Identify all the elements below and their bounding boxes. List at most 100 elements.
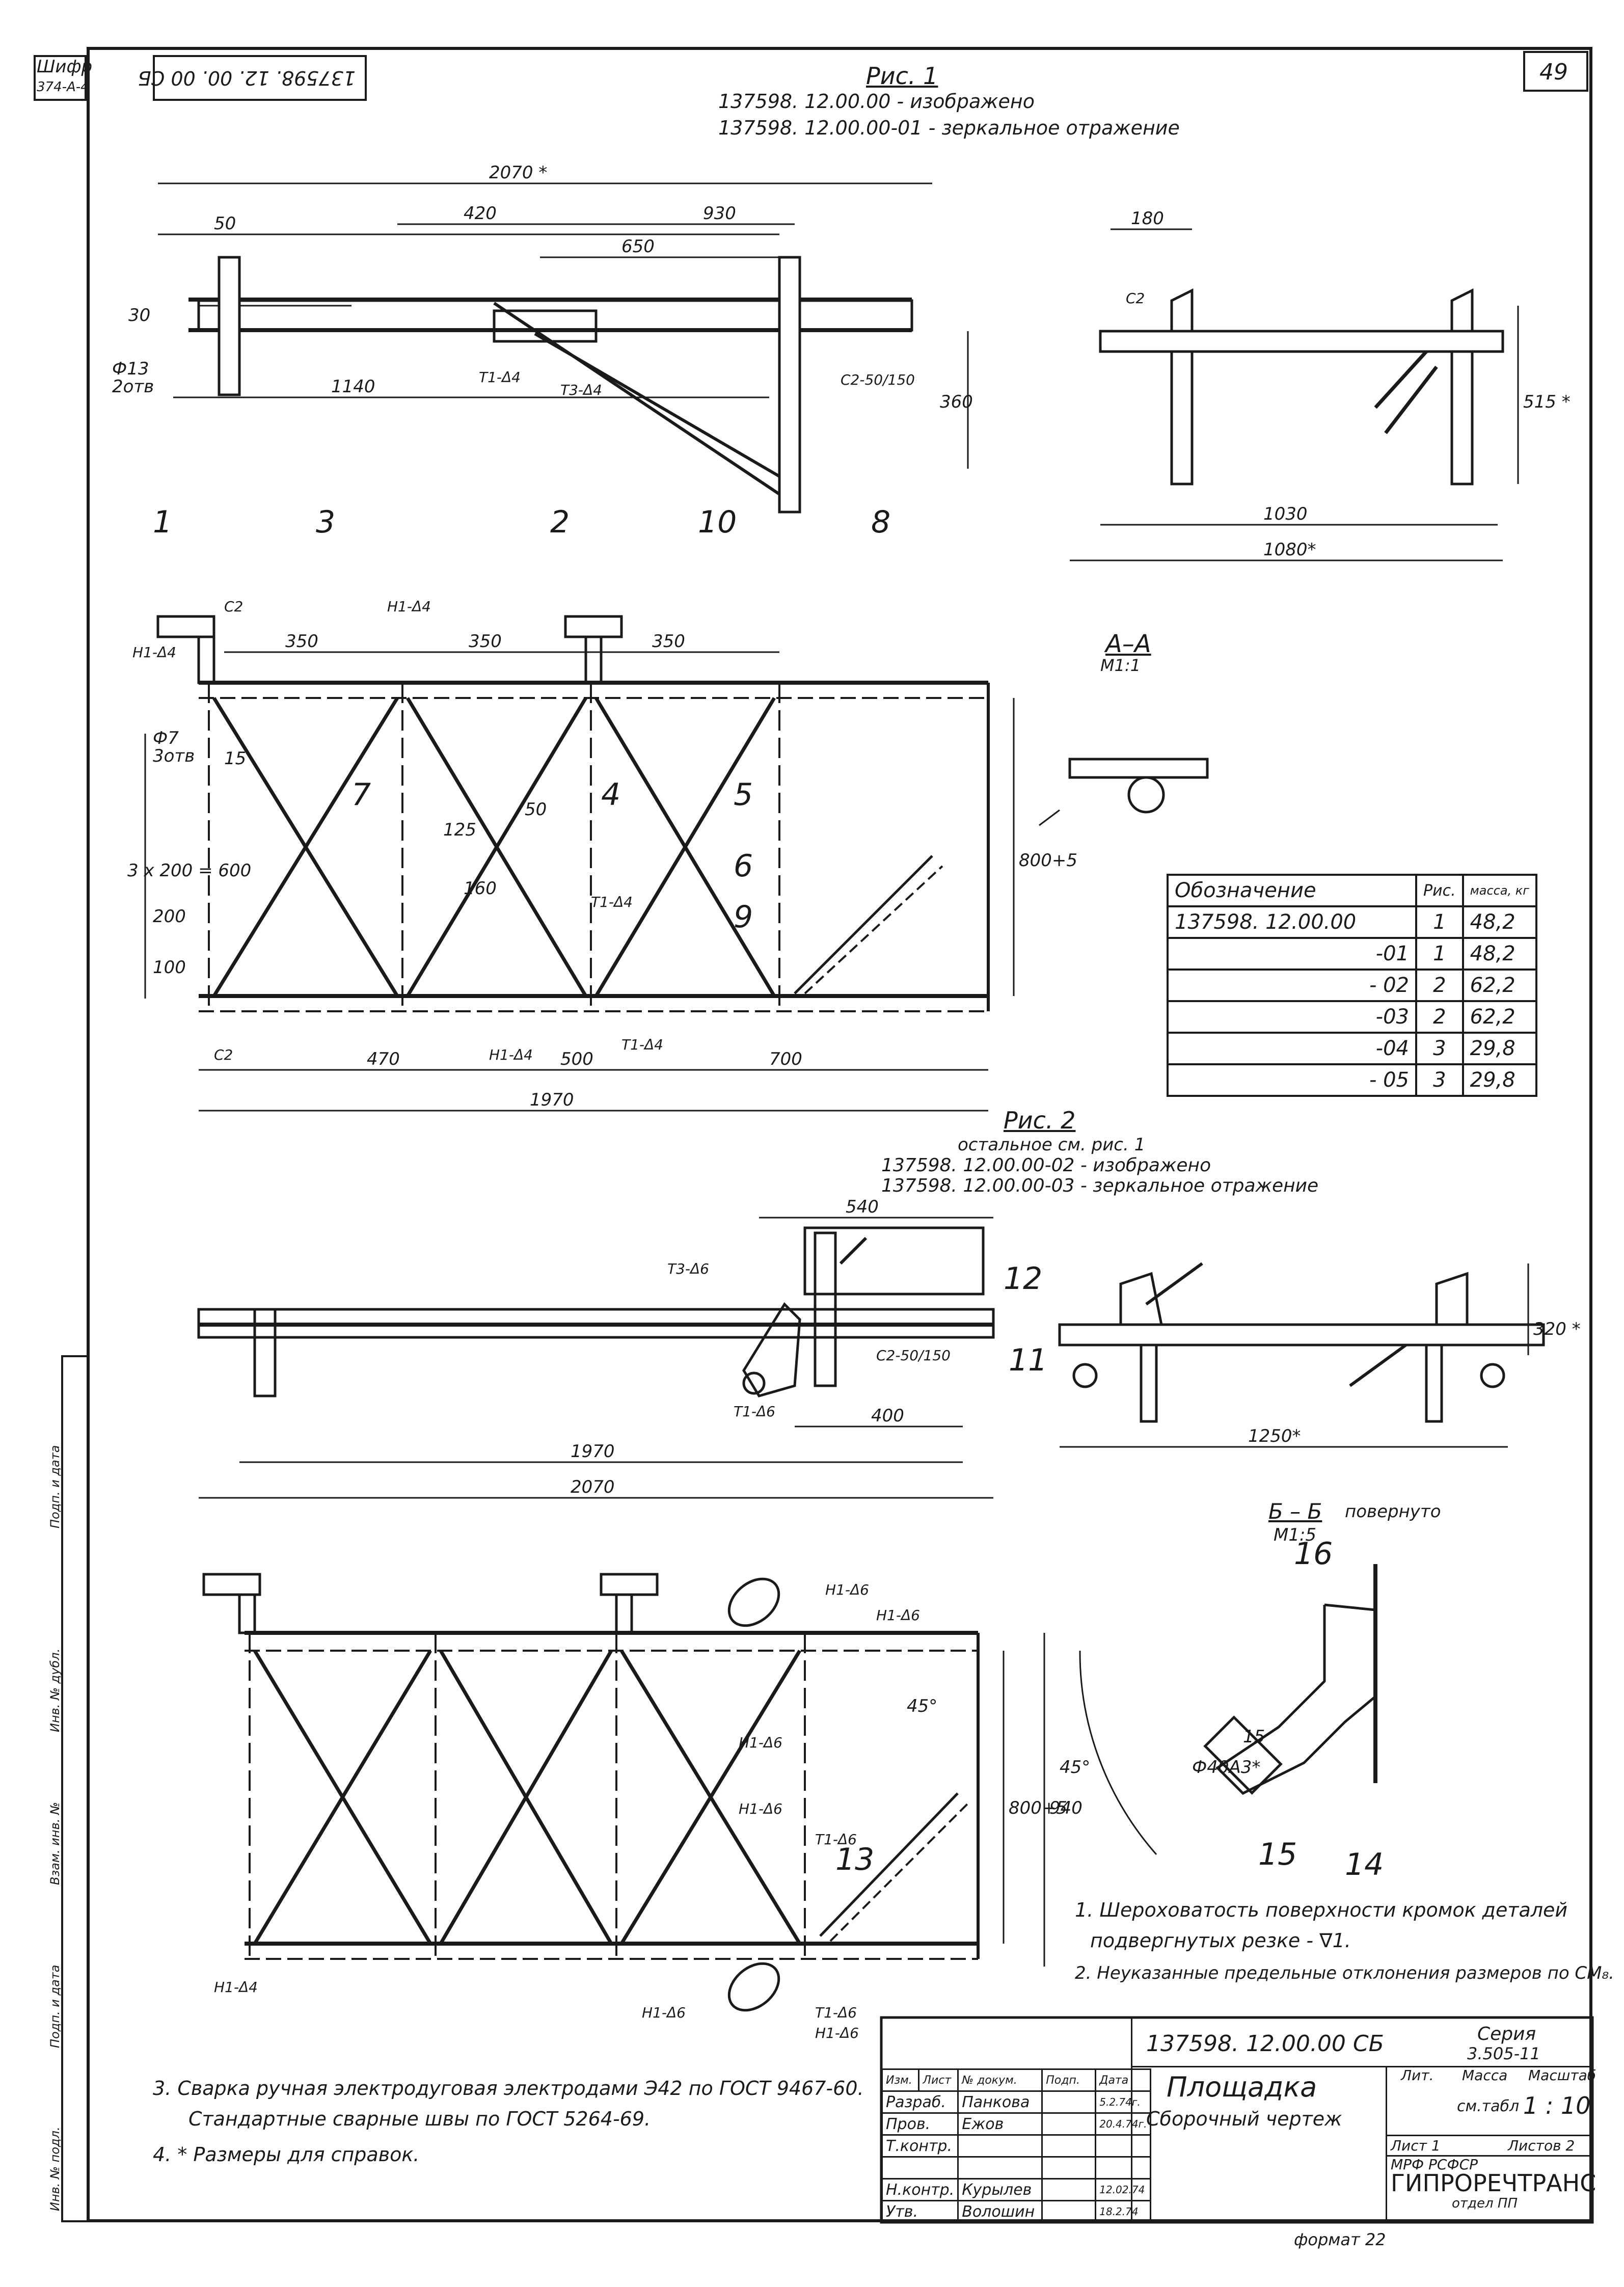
- callout-5: 5: [734, 777, 753, 813]
- fig1-side-view: [158, 182, 969, 514]
- fig2-line2: 137598. 12.00.00-03 - зеркальное отражен…: [881, 1175, 1319, 1196]
- dim-2otv: 2отв: [112, 376, 154, 397]
- weld-h1d4-bottom: Н1-Δ4: [489, 1046, 533, 1063]
- dim-200: 200: [153, 906, 186, 927]
- weld-c2-bottom: С2: [214, 1046, 233, 1063]
- tb-divider-v: [1131, 2017, 1132, 2222]
- callout-13: 13: [835, 1842, 874, 1877]
- weld-t1d4-bottom: Т1-Δ4: [621, 1036, 663, 1053]
- product-subname: Сборочный чертеж: [1146, 2108, 1342, 2130]
- weld-h1d6-b: Н1-Δ6: [876, 1607, 920, 1624]
- fig2-title: Рис. 2: [1004, 1107, 1076, 1134]
- side-strip: [61, 1355, 87, 2222]
- note-1a: 1. Шероховатость поверхности кромок дета…: [1075, 1899, 1568, 1921]
- weld-h1d6-c: Н1-Δ6: [739, 1734, 782, 1751]
- spec-header-fig: Рис.: [1415, 874, 1464, 907]
- spec-row: 137598. 12.00.00 1 48,2: [1167, 905, 1537, 939]
- drawing-frame: [87, 47, 1592, 2222]
- dim-930: 930: [703, 203, 736, 224]
- note-1b: подвергнутых резке - ∇1.: [1090, 1929, 1351, 1952]
- series-label: Серия: [1477, 2024, 1536, 2044]
- callout-3: 3: [316, 504, 335, 540]
- dim-fi: Ф40А3*: [1192, 1757, 1260, 1778]
- weld-h1d6-f: Н1-Δ6: [815, 2025, 859, 2041]
- dim-2070: 2070 *: [489, 163, 547, 183]
- dim-45: 45°: [907, 1696, 937, 1716]
- weld-t1d6-side: Т1-Δ6: [734, 1403, 775, 1420]
- dim-1250: 1250*: [1248, 1426, 1301, 1446]
- product-name: Площадка: [1167, 2071, 1317, 2103]
- dim-800b: 800+5: [1009, 1798, 1067, 1818]
- dim-400: 400: [871, 1406, 904, 1426]
- title-block-lines: [880, 2016, 1594, 2224]
- dim-100: 100: [153, 957, 186, 978]
- fig1-line1: 137598. 12.00.00 - изображено: [718, 90, 1035, 113]
- dim-350a: 350: [285, 631, 318, 652]
- fig2-side-view: [197, 1217, 995, 1499]
- callout-16: 16: [1294, 1536, 1333, 1572]
- org-line1: МРФ РСФСР: [1391, 2156, 1478, 2173]
- dim-3otv: 3отв: [153, 746, 195, 766]
- callout-4: 4: [601, 777, 620, 813]
- dim-800: 800+5: [1019, 850, 1077, 871]
- dim-30: 30: [128, 305, 150, 326]
- side-label-2: Подп. и дата: [48, 1965, 62, 2049]
- signature-row: Н.контр. Курылев 12.02.74: [881, 2178, 1152, 2201]
- weld-h1d6-a: Н1-Δ6: [825, 1581, 869, 1598]
- title-block-signatures: Изм. Лист № докум. Подп. Дата Разраб. Па…: [881, 2068, 1152, 2223]
- dim-50b: 50: [525, 799, 547, 820]
- series-value: 3.505-11: [1467, 2044, 1540, 2063]
- section-aa-title: А–А: [1105, 630, 1151, 658]
- signature-row: Разраб. Панкова 5.2.74г.: [881, 2090, 1152, 2114]
- dim-320: 320 *: [1533, 1319, 1581, 1339]
- fig2-plan-view: [202, 1573, 1045, 2012]
- callout-1: 1: [153, 504, 172, 540]
- callout-2: 2: [550, 504, 570, 540]
- dim-360: 360: [940, 392, 973, 412]
- dim-160: 160: [464, 878, 497, 899]
- weld-c2-50-150: С2-50/150: [841, 371, 915, 388]
- section-bb-view: [1079, 1564, 1377, 1855]
- weld-t3d4-side: Т3-Δ4: [560, 382, 602, 398]
- sheets-total: Листов 2: [1508, 2137, 1575, 2154]
- note-4: 4. * Размеры для справок.: [153, 2143, 420, 2166]
- fig2-line0: остальное см. рис. 1: [958, 1135, 1146, 1155]
- dim-420: 420: [464, 203, 497, 224]
- weld-h1d4-top: Н1-Δ4: [132, 644, 176, 661]
- section-bb-note: повернуто: [1345, 1501, 1441, 1522]
- weld-c2-50-150-b: С2-50/150: [876, 1347, 951, 1364]
- spec-row: -03 2 62,2: [1167, 1000, 1537, 1034]
- dim-1140: 1140: [331, 376, 375, 397]
- section-aa-view: [1039, 758, 1209, 826]
- mass-value: см.табл: [1457, 2097, 1520, 2115]
- fig1-title: Рис. 1: [866, 62, 938, 90]
- dim-1970b: 1970: [571, 1441, 615, 1462]
- org-line2: ГИПРОРЕЧТРАНС: [1391, 2169, 1596, 2197]
- shifr-label: Шифр: [37, 57, 93, 77]
- weld-t1d6-e: Т1-Δ6: [815, 2004, 857, 2021]
- format-label: формат 22: [1294, 2230, 1386, 2249]
- dim-1080: 1080*: [1263, 540, 1316, 560]
- callout-14: 14: [1345, 1847, 1384, 1882]
- dim-1970: 1970: [530, 1090, 574, 1110]
- callout-10: 10: [698, 504, 737, 540]
- dim-45b: 45°: [1060, 1757, 1090, 1778]
- dim-500: 500: [560, 1049, 593, 1069]
- spec-row: - 05 3 29,8: [1167, 1063, 1537, 1097]
- weld-t3d6: Т3-Δ6: [667, 1260, 709, 1277]
- dim-3x200: 3 х 200 = 600: [127, 860, 251, 881]
- dim-940: 940: [1049, 1798, 1082, 1818]
- callout-6: 6: [734, 848, 753, 884]
- tb-divider-h3: [1386, 2155, 1592, 2157]
- scale-value: 1 : 10: [1523, 2092, 1591, 2119]
- dim-d13: Ф13: [112, 359, 149, 379]
- fig1-plan-view: [144, 615, 1015, 1112]
- sheet-number: 49: [1539, 59, 1568, 85]
- org-line3: отдел ПП: [1452, 2196, 1518, 2211]
- spec-row: - 02 2 62,2: [1167, 968, 1537, 1002]
- mirrored-code-box: [153, 55, 367, 101]
- fig1-end-view: [1070, 228, 1519, 561]
- weld-c2-end: С2: [1126, 290, 1145, 307]
- dim-350c: 350: [652, 631, 685, 652]
